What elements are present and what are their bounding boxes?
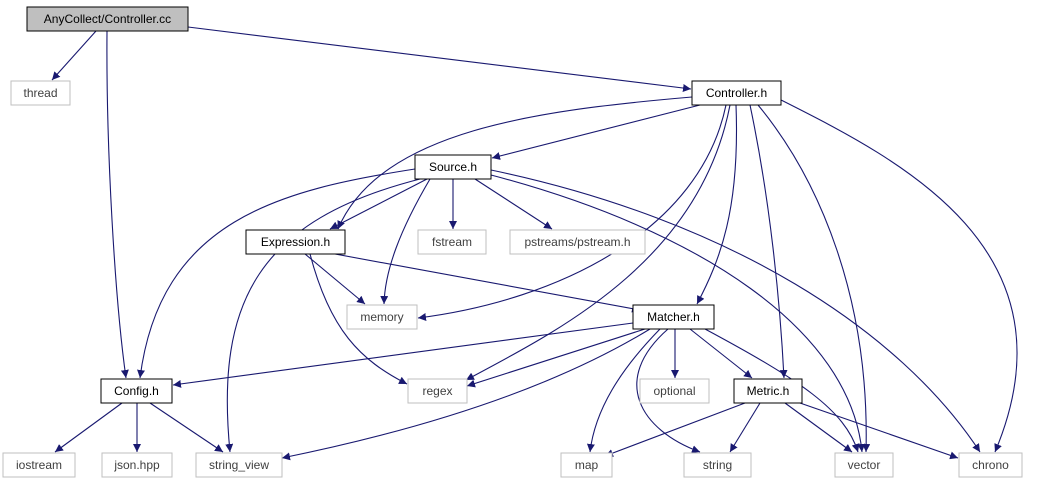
edge-controller-h-to-chrono (780, 99, 1018, 453)
edge-source-h-to-memory (380, 178, 431, 305)
edge-config-h-to-string-view (149, 402, 224, 453)
node-box (414, 154, 492, 180)
node-label: vector (848, 458, 881, 472)
edge-controller-cc-to-config-h (106, 30, 129, 379)
node-label: AnyCollect/Controller.cc (44, 12, 171, 26)
node-source-h[interactable]: Source.h (414, 154, 492, 180)
node-memory: memory (346, 304, 418, 330)
edge-controller-h-to-metric-h (749, 104, 788, 379)
node-label: regex (422, 384, 452, 398)
node-vector: vector (834, 452, 894, 478)
edge-source-h-to-pstream-h (474, 178, 553, 230)
node-label: chrono (972, 458, 1009, 472)
node-label: iostream (16, 458, 62, 472)
edge-matcher-h-to-metric-h (689, 328, 753, 379)
edge-config-h-to-iostream (54, 402, 123, 453)
edge-controller-cc-to-thread (51, 30, 97, 81)
node-box (683, 452, 752, 478)
edge-matcher-h-to-config-h (172, 322, 634, 388)
edge-expression-h-to-memory (304, 253, 366, 305)
node-label: Controller.h (706, 86, 767, 100)
node-metric-h[interactable]: Metric.h (733, 378, 803, 404)
node-label: map (575, 458, 599, 472)
edges-layer (51, 26, 1018, 461)
node-json-hpp: json.hpp (101, 452, 173, 478)
edge-matcher-h-to-regex (466, 328, 646, 388)
node-config-h[interactable]: Config.h (100, 378, 173, 404)
edge-source-h-to-vector (490, 174, 866, 453)
node-controller-h[interactable]: Controller.h (691, 80, 782, 106)
node-box (509, 229, 646, 255)
node-box (100, 378, 173, 404)
node-controller-cc[interactable]: AnyCollect/Controller.cc (26, 6, 189, 32)
node-box (639, 378, 710, 404)
edge-controller-h-to-memory (417, 104, 727, 321)
edge-controller-h-to-matcher-h (696, 104, 738, 305)
edge-controller-cc-to-controller-h (187, 26, 692, 92)
edge-source-h-to-chrono (490, 169, 981, 453)
node-box (958, 452, 1023, 478)
node-box (346, 304, 418, 330)
node-expression-h[interactable]: Expression.h (245, 229, 346, 255)
edge-controller-h-to-source-h (491, 104, 701, 160)
node-box (101, 452, 173, 478)
edge-source-h-to-string-view (225, 178, 421, 453)
node-box (632, 304, 715, 330)
node-box (2, 452, 76, 478)
node-box (26, 6, 189, 32)
edge-source-h-to-expression-h (329, 178, 428, 230)
edge-controller-h-to-regex (465, 104, 731, 381)
node-regex: regex (407, 378, 468, 404)
node-label: Matcher.h (647, 310, 700, 324)
node-box (407, 378, 468, 404)
node-label: Config.h (114, 384, 159, 398)
edge-matcher-h-to-string-view (281, 328, 651, 461)
node-box (245, 229, 346, 255)
node-box (834, 452, 894, 478)
edge-metric-h-to-map (604, 402, 746, 457)
node-label: json.hpp (113, 458, 160, 472)
node-label: thread (23, 86, 57, 100)
edge-source-h-to-config-h (137, 168, 416, 379)
edge-matcher-h-to-vector (704, 328, 860, 453)
node-matcher-h[interactable]: Matcher.h (632, 304, 715, 330)
node-label: string (703, 458, 732, 472)
node-label: fstream (432, 235, 472, 249)
edge-metric-h-to-vector (784, 402, 853, 453)
edge-metric-h-to-chrono (799, 402, 959, 460)
node-map: map (560, 452, 613, 478)
edge-metric-h-to-string (729, 402, 761, 453)
node-thread: thread (10, 80, 71, 106)
node-label: optional (653, 384, 695, 398)
node-box (691, 80, 782, 106)
node-label: pstreams/pstream.h (524, 235, 630, 249)
node-box (10, 80, 71, 106)
nodes-layer: AnyCollect/Controller.cc thread Controller… (2, 6, 1023, 478)
node-string-view: string_view (195, 452, 283, 478)
edge-matcher-h-to-map (586, 328, 661, 453)
node-box (195, 452, 283, 478)
edge-controller-h-to-expression-h (337, 96, 693, 230)
node-label: Metric.h (747, 384, 790, 398)
edge-expression-h-to-matcher-h (334, 253, 641, 313)
node-label: string_view (209, 458, 269, 472)
edge-controller-h-to-vector (757, 104, 871, 453)
node-label: Expression.h (261, 235, 330, 249)
node-string: string (683, 452, 752, 478)
node-box (417, 229, 487, 255)
node-fstream: fstream (417, 229, 487, 255)
node-chrono: chrono (958, 452, 1023, 478)
edge-expression-h-to-regex (309, 253, 408, 385)
node-pstream-h: pstreams/pstream.h (509, 229, 646, 255)
node-box (560, 452, 613, 478)
node-label: memory (360, 310, 403, 324)
node-box (733, 378, 803, 404)
node-optional: optional (639, 378, 710, 404)
node-iostream: iostream (2, 452, 76, 478)
node-label: Source.h (429, 160, 477, 174)
